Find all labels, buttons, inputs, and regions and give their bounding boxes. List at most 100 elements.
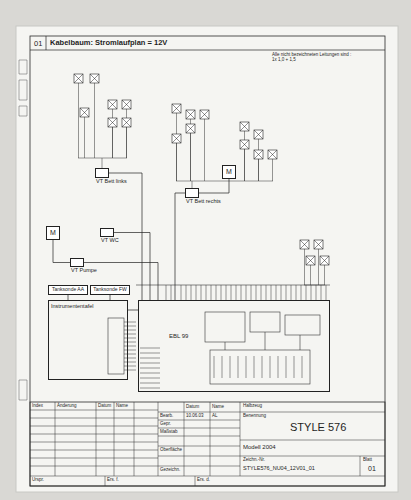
wire xyxy=(261,285,262,300)
wire xyxy=(278,356,279,378)
wire xyxy=(124,358,136,359)
drawing-label: Oberfläche xyxy=(160,448,182,453)
lamp-symbol xyxy=(74,74,83,83)
wire xyxy=(126,109,127,158)
wire xyxy=(221,285,222,300)
wire-connector xyxy=(199,179,229,193)
wire xyxy=(124,366,136,367)
drawing-label: Name xyxy=(116,404,128,409)
wire xyxy=(124,370,136,371)
wire xyxy=(124,338,136,339)
wire xyxy=(302,356,303,378)
wire xyxy=(126,127,127,158)
sheet-title: Kabelbaum: Stromlaufplan = 12V xyxy=(50,39,167,47)
wire xyxy=(281,285,282,300)
wire xyxy=(176,143,177,181)
lamp-symbol xyxy=(306,256,315,265)
relay-block xyxy=(285,315,320,335)
lamp-symbol xyxy=(90,74,99,83)
lamp-symbol xyxy=(314,240,323,249)
drawing-label: Modell 2004 xyxy=(243,444,276,451)
lamp-symbol xyxy=(186,110,195,119)
drawing-label: Zeichn.-Nr. xyxy=(243,458,265,463)
wire xyxy=(316,285,317,300)
wire xyxy=(205,181,273,182)
node-label: Tanksonde FW xyxy=(91,287,129,293)
drawing-label: Datum xyxy=(98,404,111,409)
wire xyxy=(124,322,136,323)
instrument-panel: Instrumententafel xyxy=(48,300,128,380)
wire xyxy=(310,265,311,285)
wire xyxy=(304,285,325,286)
lamp-symbol xyxy=(172,134,181,143)
lamp-symbol xyxy=(240,140,249,149)
lamp-symbol xyxy=(320,256,329,265)
connector-label: VT WC xyxy=(101,237,119,243)
wire xyxy=(112,109,113,158)
header-lines xyxy=(30,36,385,50)
wire xyxy=(181,285,182,300)
sensor-box: Tanksonde AA xyxy=(48,285,88,295)
wire xyxy=(262,356,263,378)
wire xyxy=(192,181,193,188)
wire xyxy=(254,356,255,378)
wire xyxy=(222,356,223,378)
lamp-symbol xyxy=(268,150,277,159)
drawing-label: STYLE576_NU04_12V01_01 xyxy=(243,465,315,471)
wire xyxy=(124,354,136,355)
lamp-symbol xyxy=(172,104,181,113)
wire xyxy=(244,149,245,181)
wire xyxy=(324,265,325,285)
paper-sheet xyxy=(16,26,398,492)
drawing-label: AL xyxy=(212,414,218,419)
drawing-label: 01 xyxy=(368,465,376,473)
instrument-connector xyxy=(108,318,124,374)
wire xyxy=(211,285,212,300)
wire xyxy=(256,285,257,300)
drawing-label: Ers. d. xyxy=(197,478,210,483)
wire xyxy=(94,83,95,158)
drawing-label: Maßstab xyxy=(160,430,178,435)
node-label: EBL 99 xyxy=(169,333,329,340)
drawing-label: Datum xyxy=(186,405,199,410)
lamp-symbol xyxy=(108,118,117,127)
wire xyxy=(291,285,292,300)
drawing-label: Gepr. xyxy=(160,422,171,427)
drawing-label: Blatt xyxy=(363,458,372,463)
bus-wires xyxy=(136,285,330,350)
wire xyxy=(258,159,259,181)
wire xyxy=(246,285,247,300)
wire xyxy=(301,285,302,300)
drawing-label: Gezeichn. xyxy=(160,468,180,473)
wire xyxy=(140,368,160,369)
wire xyxy=(124,330,136,331)
wire xyxy=(204,119,205,181)
drawing-label: Änderung xyxy=(57,404,77,409)
relay-block xyxy=(205,312,245,342)
wire xyxy=(318,249,319,285)
wire xyxy=(196,285,197,300)
wire xyxy=(176,113,177,181)
wire-connector xyxy=(175,193,185,300)
drawing-label: Index xyxy=(32,404,43,409)
title-block-grid xyxy=(30,402,385,486)
wire xyxy=(78,83,79,158)
wire xyxy=(231,285,232,300)
drawing-label: Urspr. xyxy=(32,478,44,483)
wire xyxy=(171,285,172,300)
node-label: M xyxy=(223,168,235,176)
wire xyxy=(124,342,136,343)
drawing-label: STYLE 576 xyxy=(290,421,346,433)
wire xyxy=(112,127,113,158)
wire xyxy=(140,363,160,364)
margin-marks xyxy=(19,60,27,400)
wire xyxy=(286,285,287,300)
wire-connector xyxy=(53,240,70,263)
wire xyxy=(236,285,237,300)
lamp-symbol xyxy=(186,124,195,133)
wire xyxy=(226,285,227,300)
lamp-symbol xyxy=(122,100,131,109)
wire xyxy=(241,285,242,300)
wire xyxy=(272,159,273,181)
